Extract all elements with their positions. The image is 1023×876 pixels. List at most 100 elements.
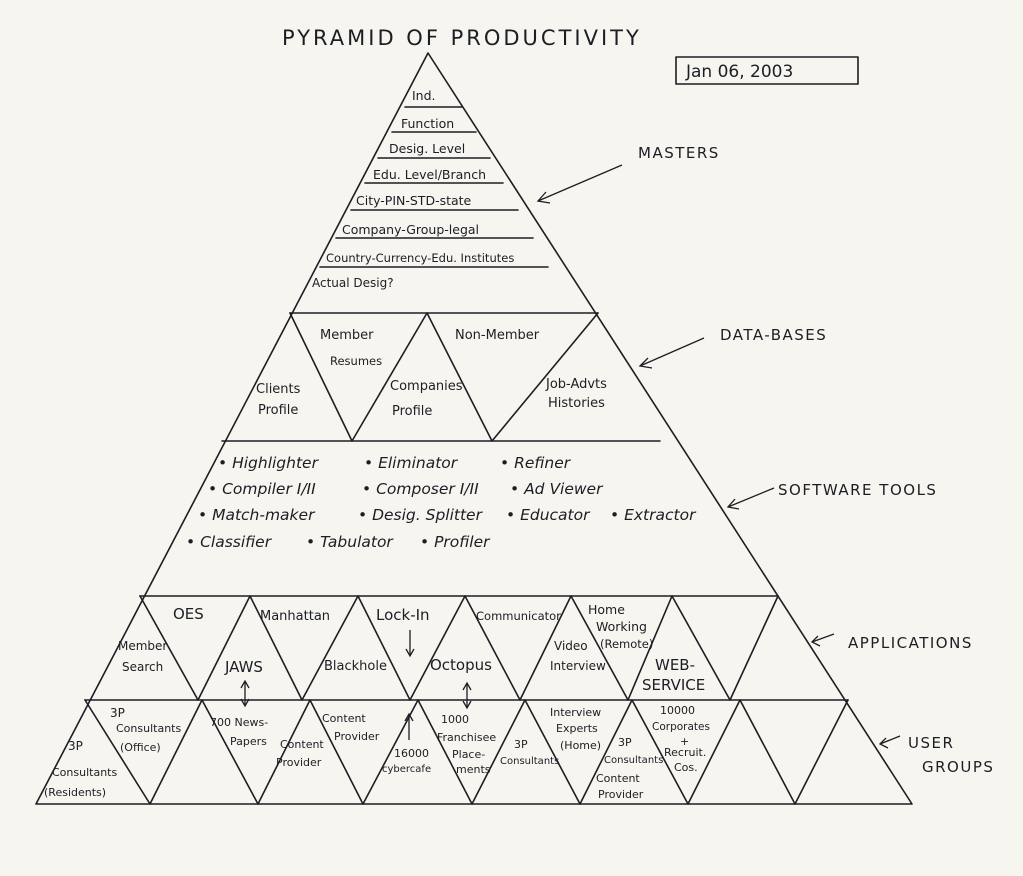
app-home: Home [588,602,625,617]
app-interview: Interview [550,659,606,673]
db-resumes: Resumes [330,354,382,368]
masters-band: Ind. Function Desig. Level Edu. Level/Br… [312,88,514,290]
application-arrows [240,630,472,740]
db-job-advts: Job-Advts [545,377,607,392]
ug-content-provider-a: Content [596,772,640,785]
app-remote: (Remote) [600,637,653,651]
label-applications: APPLICATIONS [848,634,973,652]
ug-news-b: Papers [230,735,267,748]
ug-3p-c-b: Consultants [500,756,559,767]
tool-desig-splitter: • Desig. Splitter [358,506,484,524]
ug-3p-residents-b: Consultants [52,766,117,779]
app-web: WEB- [655,656,695,674]
app-video: Video [554,639,588,653]
applications-lines [139,595,779,701]
db-histories: Histories [548,396,605,411]
ug-3p-office-b: Consultants [116,722,181,735]
app-octopus: Octopus [430,656,492,674]
label-user: USER [908,734,954,752]
app-service: SERVICE [642,676,705,694]
tool-profiler: • Profiler [420,533,491,551]
ug-3p-residents-c: (Residents) [44,786,106,799]
ug-content2-b: Provider [334,730,380,743]
ug-franchise-a: 1000 [441,713,469,726]
software-tools-band: • Highlighter • Eliminator • Refiner • C… [186,454,697,551]
db-clients-profile: Profile [258,403,298,418]
ug-cyber-b: cybercafe [382,764,431,775]
db-non-member: Non-Member [455,328,540,343]
tool-eliminator: • Eliminator [364,454,459,472]
date-box [675,56,859,85]
master-row-company-group: Company-Group-legal [342,222,479,237]
master-row-city-pin: City-PIN-STD-state [356,193,472,208]
ug-franchise-d: ments [456,763,491,776]
label-software-tools: SOFTWARE TOOLS [778,481,937,499]
master-row-edu-level: Edu. Level/Branch [373,167,486,182]
tool-composer: • Composer I/II [362,480,479,498]
ug-3p-d-a: 3P [618,736,632,749]
tool-tabulator: • Tabulator [306,533,394,551]
master-row-function: Function [401,116,454,131]
tool-ad-viewer: • Ad Viewer [510,480,604,498]
ug-franchise-b: Franchisee [437,731,496,744]
ug-3p-office-a: 3P [110,706,125,720]
databases-lines [289,312,599,442]
app-blackhole: Blackhole [324,659,387,674]
diagram-title: PYRAMID OF PRODUCTIVITY [282,26,642,50]
side-labels: MASTERS DATA-BASES SOFTWARE TOOLS APPLIC… [638,144,994,776]
app-lock-in: Lock-In [376,606,430,624]
db-clients: Clients [256,382,301,397]
ug-interview-c: (Home) [560,739,601,752]
ug-corporates-d: Recruit. [664,746,706,759]
app-member: Member [118,639,167,653]
tool-refiner: • Refiner [500,454,572,472]
ug-3p-c-a: 3P [514,738,528,751]
master-note-actual-desig: Actual Desig? [312,276,394,290]
date-text: Jan 06, 2003 [685,62,793,82]
ug-content-b: Provider [276,756,322,769]
tool-highlighter: • Highlighter [218,454,320,472]
db-companies-profile: Profile [392,404,432,419]
ug-franchise-c: Place- [452,748,485,761]
ug-content2-a: Content [322,712,366,725]
label-groups: GROUPS [922,758,994,776]
db-companies: Companies [390,379,463,394]
databases-band: Member Resumes Non-Member Clients Profil… [256,328,607,419]
ug-corporates-b: Corporates [652,721,710,733]
app-search: Search [122,660,163,674]
ug-content-a: Content [280,738,324,751]
master-row-desig-level: Desig. Level [389,141,465,156]
ug-interview-b: Experts [556,722,598,735]
user-groups-band: 3P Consultants (Residents) 3P Consultant… [44,704,710,801]
ug-cyber-a: 16000 [394,747,429,760]
db-member: Member [320,328,374,343]
ug-3p-residents-a: 3P [68,739,83,753]
master-row-country: Country-Currency-Edu. Institutes [326,251,514,265]
ug-3p-d-b: Consultants [604,755,663,766]
app-oes: OES [173,605,204,623]
label-databases: DATA-BASES [720,326,827,344]
side-arrows [536,164,901,749]
ug-corporates-e: Cos. [674,761,698,774]
ug-corporates-c: + [680,735,689,748]
tool-extractor: • Extractor [610,506,697,524]
tool-match-maker: • Match-maker [198,506,316,524]
label-masters: MASTERS [638,144,720,162]
applications-band: OES Member Search Manhattan JAWS Blackho… [118,602,705,694]
tool-educator: • Educator [506,506,591,524]
master-row-ind: Ind. [412,88,436,103]
tool-compiler: • Compiler I/II [208,480,316,498]
ug-content-provider-b: Provider [598,788,644,801]
ug-3p-office-c: (Office) [120,741,161,754]
ug-news-a: 700 News- [210,716,268,729]
app-communicator: Communicator [476,609,561,623]
ug-corporates-a: 10000 [660,704,695,717]
ug-interview-a: Interview [550,706,601,719]
app-jaws: JAWS [224,658,263,676]
user-groups-lines [84,699,849,805]
app-manhattan: Manhattan [260,609,330,624]
tool-classifier: • Classifier [186,533,273,551]
